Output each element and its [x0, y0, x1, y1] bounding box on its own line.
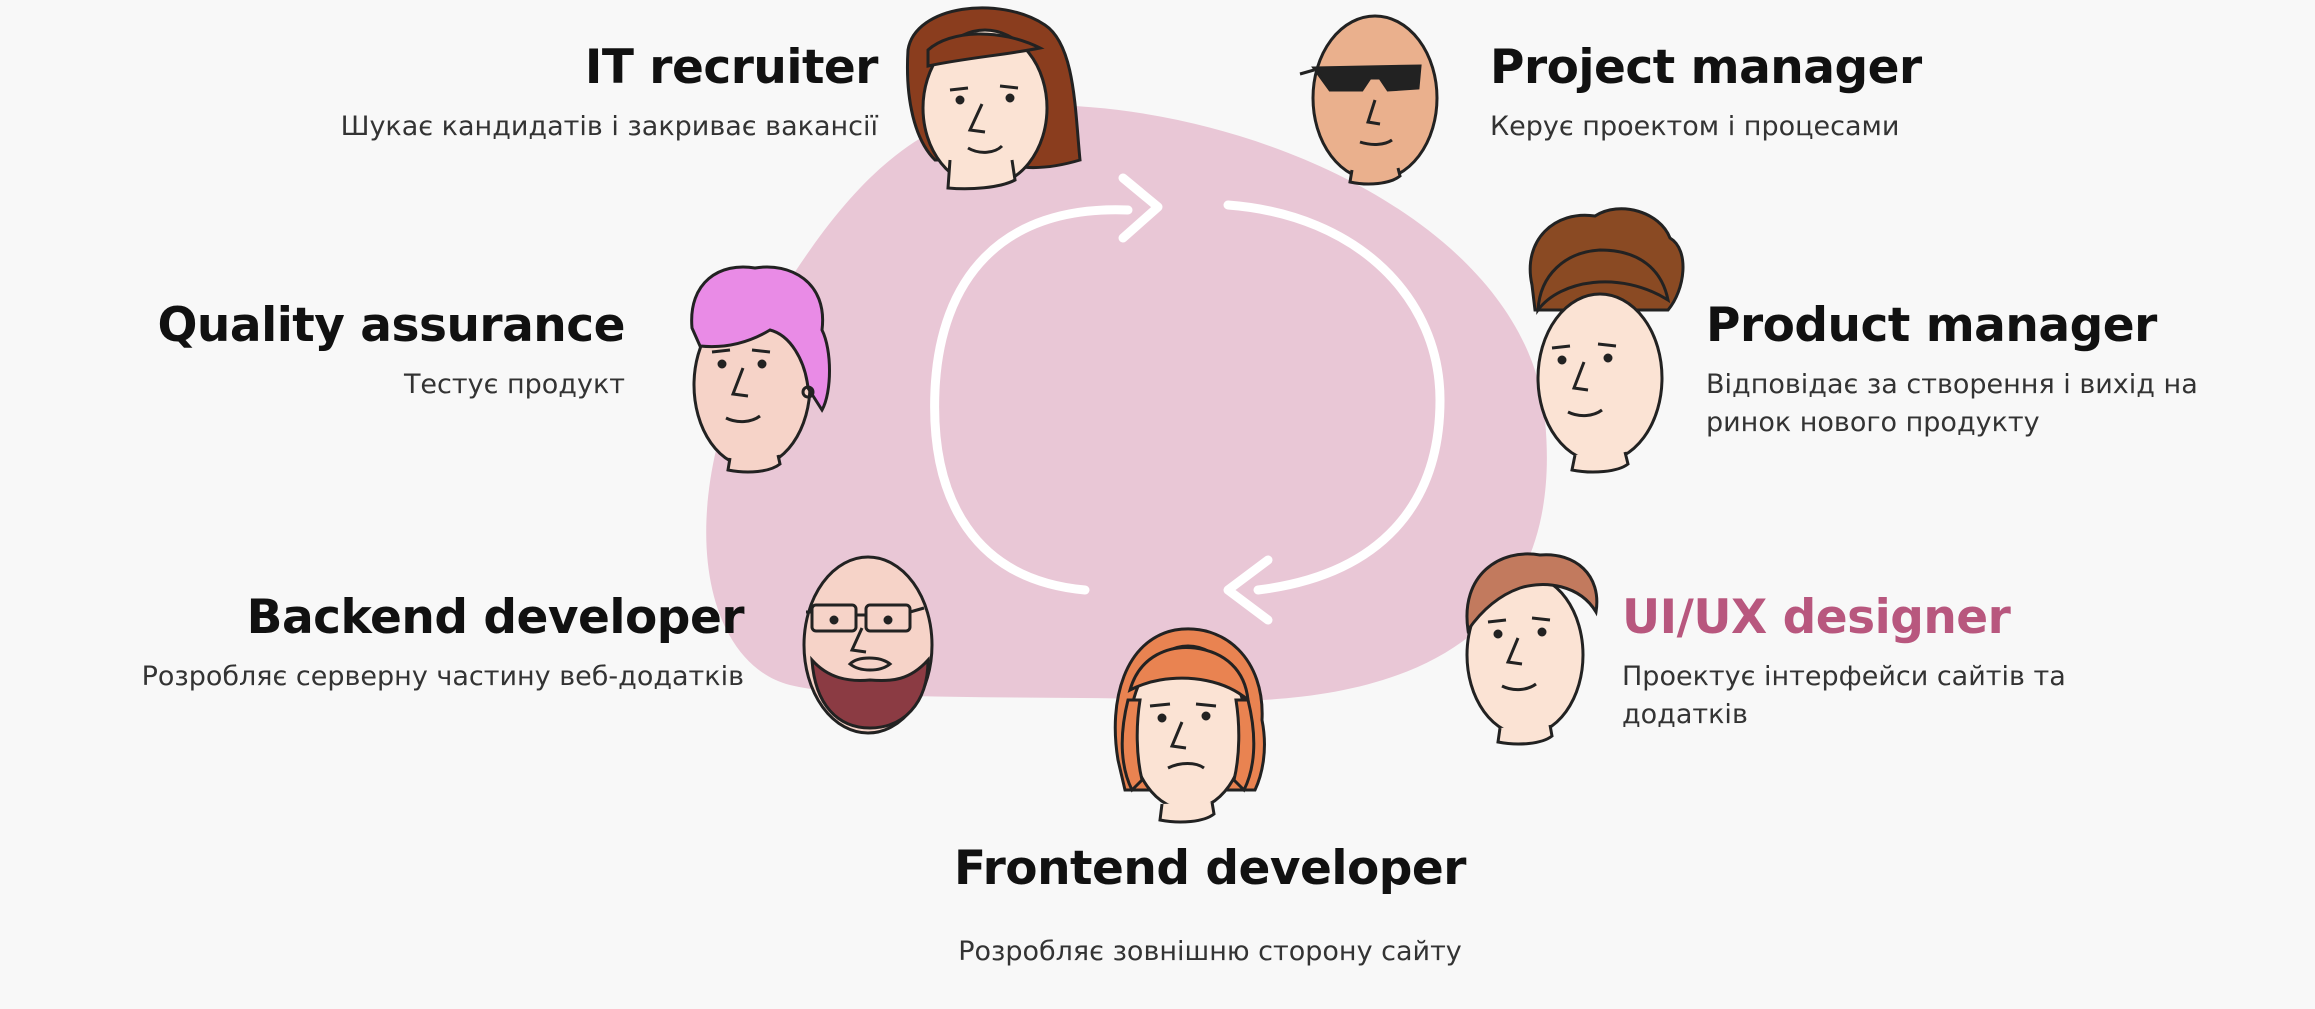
role-project-manager: Project manager Керує проектом і процеса… — [1490, 42, 1922, 146]
frontend-developer-avatar-icon — [1113, 627, 1266, 824]
project-manager-avatar-icon — [1299, 14, 1439, 186]
product-manager-avatar-icon — [1528, 207, 1685, 474]
ui-ux-designer-avatar-icon — [1465, 552, 1599, 746]
quality-assurance-avatar-icon — [690, 265, 831, 474]
role-description: Розробляє зовнішню сторону сайту — [958, 935, 1462, 967]
role-description: Розробляє серверну частину веб-додатків — [141, 660, 744, 692]
role-title: UI/UX designer — [1622, 590, 2011, 645]
arrow-top-right-arc — [1223, 200, 1445, 595]
role-it-recruiter: IT recruiter Шукає кандидатів і закриває… — [340, 40, 879, 146]
role-frontend-developer: Frontend developer Розробляє зовнішню ст… — [925, 843, 1495, 971]
role-title: Frontend developer — [954, 841, 1466, 896]
role-description: Шукає кандидатів і закриває вакансії — [340, 110, 878, 142]
role-backend-developer: Backend developer Розробляє серверну час… — [141, 590, 745, 696]
role-title: IT recruiter — [584, 40, 879, 95]
role-title: Backend developer — [246, 590, 745, 645]
arrow-top-left-arc — [930, 205, 1133, 595]
role-product-manager: Product manager Відповідає за створення … — [1706, 300, 2286, 442]
backend-developer-avatar-icon — [802, 555, 934, 735]
role-description: Тестує продукт — [403, 368, 625, 400]
role-description: Керує проектом і процесами — [1490, 110, 1900, 142]
role-title: Product manager — [1706, 298, 2157, 353]
arrow-head-top — [1118, 173, 1163, 243]
role-description: Відповідає за створення і вихід на ринок… — [1706, 368, 2198, 439]
cycle-arrows — [930, 173, 1445, 625]
it-recruiter-avatar-icon — [906, 6, 1082, 191]
center-blob — [706, 105, 1547, 702]
role-title: Quality assurance — [157, 298, 625, 353]
role-ui-ux-designer: UI/UX designer Проектує інтерфейси сайті… — [1622, 592, 2182, 734]
arrow-head-bottom — [1223, 555, 1273, 625]
role-description: Проектує інтерфейси сайтів та додатків — [1622, 660, 2066, 731]
role-quality-assurance: Quality assurance Тестує продукт — [157, 300, 625, 404]
role-title: Project manager — [1490, 40, 1922, 95]
